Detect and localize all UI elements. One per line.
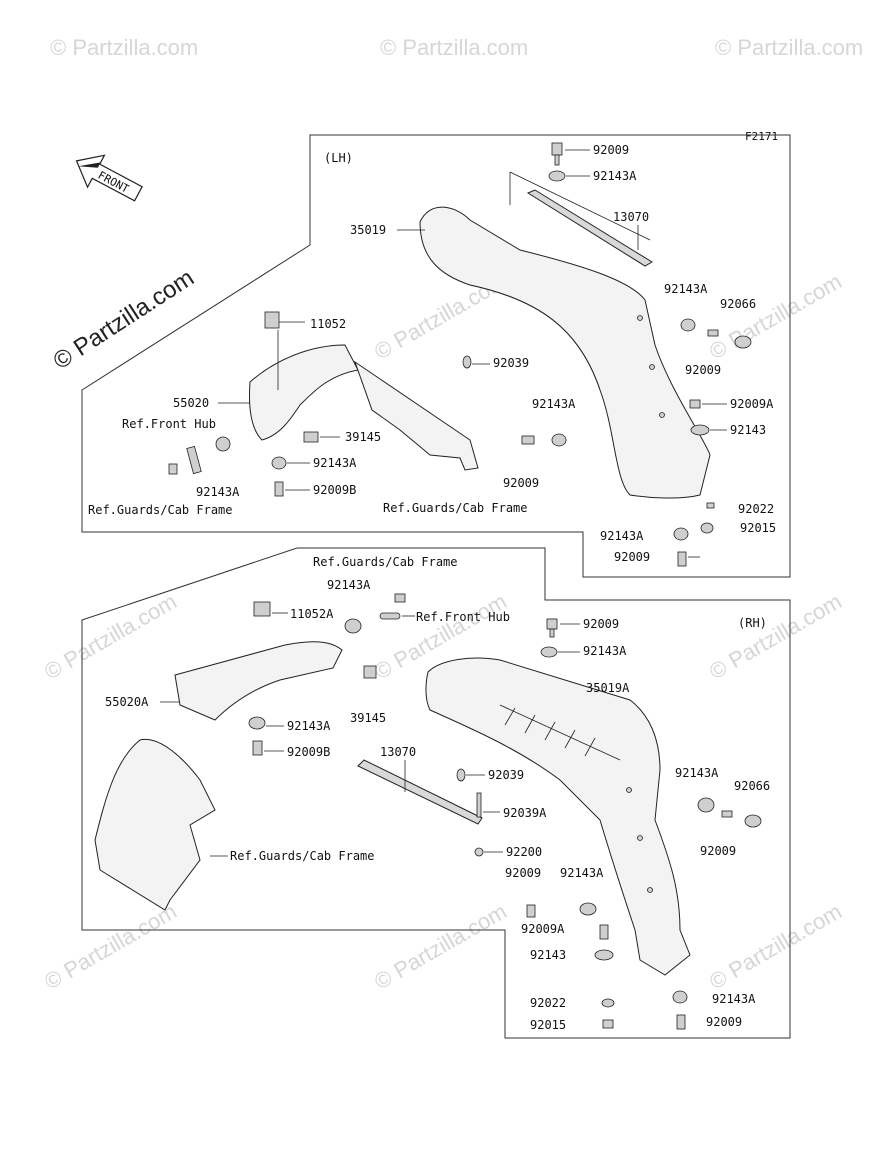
label-92143: 92143 xyxy=(730,423,766,437)
label-39145: 39145 xyxy=(345,430,381,444)
label-92009B: 92009B xyxy=(313,483,356,497)
label-92143: 92143 xyxy=(530,948,566,962)
rh-frame xyxy=(81,547,791,1039)
label-92009: 92009 xyxy=(706,1015,742,1029)
label-92009: 92009 xyxy=(614,550,650,564)
figure-code: F2171 xyxy=(745,130,778,143)
fender-35019A xyxy=(425,657,691,976)
label-55020A: 55020A xyxy=(105,695,149,709)
lh-section: (LH) xyxy=(81,134,791,578)
watermark: © Partzilla.com xyxy=(50,35,198,60)
label-92009: 92009 xyxy=(505,866,541,880)
watermark: © Partzilla.com xyxy=(380,35,528,60)
label-13070: 13070 xyxy=(613,210,649,224)
label-92143A: 92143A xyxy=(600,529,644,543)
label-92143A: 92143A xyxy=(583,644,627,658)
label-92009B: 92009B xyxy=(287,745,330,759)
bracket-11052 xyxy=(264,311,280,329)
bracket-11052A xyxy=(253,601,271,617)
label-35019: 35019 xyxy=(350,223,386,237)
label-92143A: 92143A xyxy=(560,866,604,880)
rh-section: (RH) xyxy=(81,547,791,1039)
watermark: © Partzilla.com xyxy=(40,589,181,685)
strip-13070 xyxy=(526,189,653,267)
label-92143A: 92143A xyxy=(712,992,756,1006)
label-92143A: 92143A xyxy=(532,397,576,411)
label-92143A: 92143A xyxy=(664,282,708,296)
rh-title: (RH) xyxy=(738,616,767,630)
lh-frame xyxy=(81,134,791,578)
label-92143A: 92143A xyxy=(287,719,331,733)
label-92039A: 92039A xyxy=(503,806,547,820)
watermark: © Partzilla.com xyxy=(715,35,863,60)
watermark: © Partzilla.com xyxy=(705,899,846,995)
label-13070: 13070 xyxy=(380,745,416,759)
watermark: © Partzilla.com xyxy=(40,899,181,995)
label-92009A: 92009A xyxy=(730,397,774,411)
label-ref-front-hub: Ref.Front Hub xyxy=(122,417,216,431)
label-92009: 92009 xyxy=(685,363,721,377)
label-39145: 39145 xyxy=(350,711,386,725)
label-92066: 92066 xyxy=(720,297,756,311)
label-11052A: 11052A xyxy=(290,607,334,621)
watermark: © Partzilla.com xyxy=(370,899,511,995)
fender-ribs xyxy=(499,704,621,761)
label-92143A: 92143A xyxy=(313,456,357,470)
label-92143A: 92143A xyxy=(327,578,371,592)
guard-55020A xyxy=(174,641,343,721)
label-92039: 92039 xyxy=(493,356,529,370)
lh-title: (LH) xyxy=(324,151,353,165)
label-92200: 92200 xyxy=(506,845,542,859)
flap-ref-guards xyxy=(94,738,216,911)
label-92009: 92009 xyxy=(503,476,539,490)
label-92022: 92022 xyxy=(738,502,774,516)
front-arrow-icon: FRONT xyxy=(75,154,143,202)
label-92009A: 92009A xyxy=(521,922,565,936)
label-92039: 92039 xyxy=(488,768,524,782)
label-ref-guards: Ref.Guards/Cab Frame xyxy=(313,555,458,569)
label-ref-guards: Ref.Guards/Cab Frame xyxy=(230,849,375,863)
watermark: © Partzilla.com xyxy=(705,269,846,365)
label-55020: 55020 xyxy=(173,396,209,410)
strip-13070 xyxy=(357,759,483,825)
guard-55020 xyxy=(249,344,359,441)
watermark-main: © Partzilla.com xyxy=(49,264,199,375)
label-92015: 92015 xyxy=(740,521,776,535)
label-92143A: 92143A xyxy=(593,169,637,183)
label-92022: 92022 xyxy=(530,996,566,1010)
label-ref-guards: Ref.Guards/Cab Frame xyxy=(383,501,528,515)
label-35019A: 35019A xyxy=(586,681,630,695)
label-92143A: 92143A xyxy=(675,766,719,780)
label-92009: 92009 xyxy=(583,617,619,631)
label-92009: 92009 xyxy=(593,143,629,157)
label-ref-guards: Ref.Guards/Cab Frame xyxy=(88,503,233,517)
watermark: © Partzilla.com xyxy=(705,589,846,685)
label-ref-front-hub: Ref.Front Hub xyxy=(416,610,510,624)
label-11052: 11052 xyxy=(310,317,346,331)
label-92143A: 92143A xyxy=(196,485,240,499)
flap-ref-guards xyxy=(354,360,479,471)
label-92009: 92009 xyxy=(700,844,736,858)
label-92015: 92015 xyxy=(530,1018,566,1032)
label-92066: 92066 xyxy=(734,779,770,793)
